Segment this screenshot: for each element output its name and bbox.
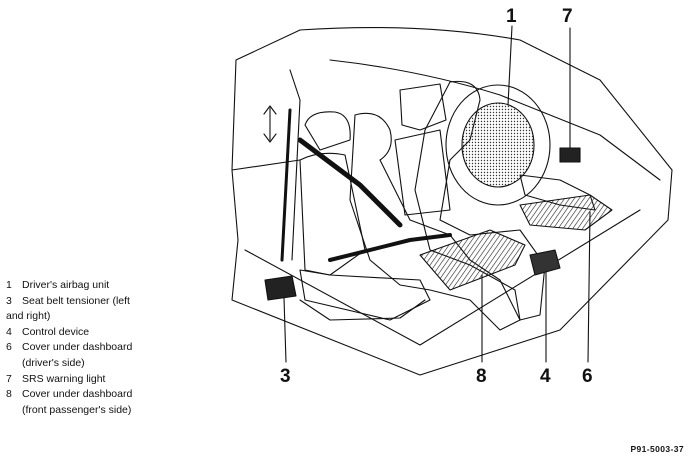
legend-item: 4 Control device bbox=[6, 325, 166, 341]
legend-text: Seat belt tensioner (left bbox=[22, 294, 130, 307]
legend-text: (front passenger's side) bbox=[22, 403, 132, 416]
windshield-frame bbox=[329, 59, 661, 181]
rear-seat bbox=[399, 83, 447, 131]
driver-headrest bbox=[304, 111, 351, 151]
seat-belt-tensioner bbox=[264, 275, 297, 301]
body-side-line bbox=[231, 169, 673, 376]
legend-text: Cover under dashboard bbox=[22, 388, 133, 401]
adjust-arrow-icon bbox=[263, 105, 277, 143]
leader-3 bbox=[283, 297, 287, 363]
parts-legend: 1 Driver's airbag unit 3 Seat belt tensi… bbox=[6, 278, 166, 418]
legend-text: (driver's side) bbox=[22, 356, 85, 369]
control-device bbox=[529, 249, 561, 276]
driver-seat-back bbox=[299, 152, 366, 276]
legend-number: 3 bbox=[6, 294, 12, 307]
callout-1: 1 bbox=[506, 6, 517, 27]
dashboard-cover-driver bbox=[519, 194, 613, 231]
figure-code: P91-5003-37 bbox=[630, 444, 684, 454]
callout-3: 3 bbox=[280, 366, 291, 387]
legend-item: 6 Cover under dashboard bbox=[6, 340, 166, 356]
steering-wheel bbox=[445, 84, 551, 206]
legend-text: Cover under dashboard bbox=[22, 341, 133, 354]
legend-item: 1 Driver's airbag unit bbox=[6, 278, 166, 294]
legend-text: SRS warning light bbox=[22, 372, 106, 385]
legend-item-continuation: (driver's side) bbox=[6, 356, 166, 372]
seat-rail bbox=[299, 299, 426, 321]
callout-8: 8 bbox=[476, 366, 487, 387]
legend-text: and right) bbox=[6, 310, 51, 323]
legend-item-continuation: (front passenger's side) bbox=[6, 403, 166, 419]
leader-6 bbox=[587, 211, 591, 363]
legend-number: 8 bbox=[6, 388, 12, 401]
legend-number: 6 bbox=[6, 341, 12, 354]
airbag-unit bbox=[461, 102, 535, 188]
callout-6: 6 bbox=[582, 366, 593, 387]
body-upper-line bbox=[231, 29, 301, 171]
dashboard-cover-passenger bbox=[419, 229, 526, 291]
roof-outline bbox=[299, 27, 673, 171]
door-post bbox=[289, 69, 301, 261]
legend-number: 4 bbox=[6, 325, 12, 338]
srs-warning-light bbox=[559, 147, 581, 163]
callout-4: 4 bbox=[540, 366, 551, 387]
driver-seat-cushion bbox=[299, 269, 431, 321]
legend-item: 3 Seat belt tensioner (left bbox=[6, 294, 166, 310]
legend-text: Control device bbox=[22, 325, 90, 338]
legend-item-continuation: and right) bbox=[6, 309, 166, 325]
body-sill bbox=[244, 209, 641, 346]
callout-7: 7 bbox=[562, 6, 573, 27]
belt-pillar bbox=[280, 108, 292, 262]
leader-1 bbox=[507, 25, 513, 106]
legend-text: Driver's airbag unit bbox=[22, 279, 110, 291]
seat-belt-lap bbox=[328, 233, 452, 262]
seat-belt bbox=[297, 137, 403, 228]
driver-figure bbox=[349, 112, 521, 331]
legend-item: 7 SRS warning light bbox=[6, 372, 166, 388]
legend-number: 1 bbox=[6, 279, 12, 291]
legend-item: 8 Cover under dashboard bbox=[6, 387, 166, 403]
legend-number: 7 bbox=[6, 372, 12, 385]
